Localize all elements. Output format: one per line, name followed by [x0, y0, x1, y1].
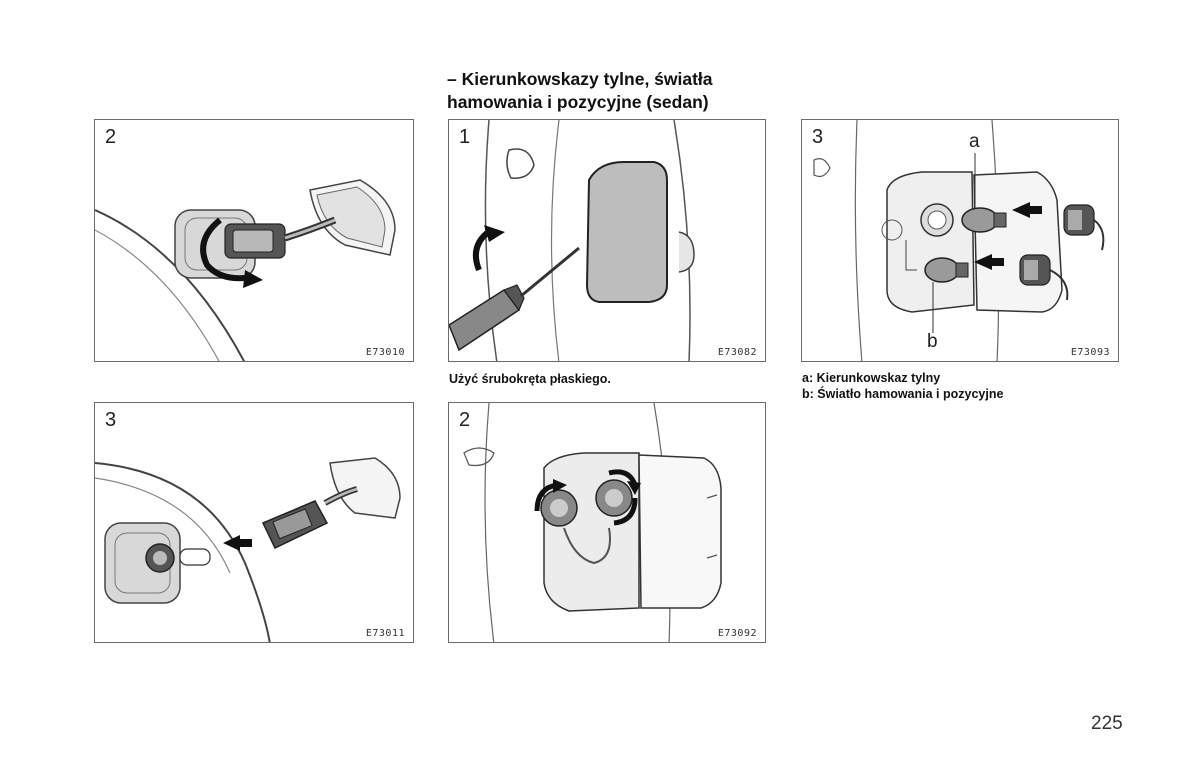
legend-item-a: a: Kierunkowskaz tylny	[802, 371, 941, 385]
figure-middle-bottom: 2 E73092	[448, 402, 766, 643]
step-number: 3	[105, 409, 117, 431]
figure-left-bottom: 3 E73011	[94, 402, 414, 643]
page-number: 225	[1091, 713, 1123, 734]
socket-removal-illustration	[95, 179, 396, 361]
step-number: 2	[105, 126, 117, 148]
figure-code: E73010	[365, 347, 405, 358]
figure-code: E73093	[1070, 347, 1110, 358]
socket-twist-illustration	[463, 403, 722, 642]
figure-code: E73092	[717, 628, 757, 639]
heading-line-2: hamowania i pozycyjne (sedan)	[447, 92, 709, 112]
heading-line-1: – Kierunkowskazy tylne, światła	[447, 69, 713, 89]
bulb-removal-illustration	[813, 120, 1105, 361]
legend-item-b: b: Światło hamowania i pozycyjne	[802, 387, 1004, 401]
step-number: 3	[812, 126, 824, 148]
figure-right-top: 3 a b E73093	[801, 119, 1119, 362]
figure-code: E73082	[717, 347, 757, 358]
figure-middle-top: 1 E73082	[448, 119, 766, 362]
figure-code: E73011	[365, 628, 405, 639]
step-number: 2	[459, 409, 471, 431]
screwdriver-cover-illustration	[449, 120, 695, 361]
figure-left-top: 2 E73010	[94, 119, 414, 362]
caption-screwdriver: Użyć śrubokręta płaskiego.	[449, 372, 611, 386]
step-number: 1	[459, 126, 471, 148]
bulb-pull-illustration	[95, 457, 401, 642]
section-heading: – Kierunkowskazy tylne, światła hamowani…	[447, 68, 787, 114]
caption-legend: a: Kierunkowskaz tylny b: Światło hamowa…	[802, 370, 1003, 402]
callout-a: a	[969, 131, 980, 152]
callout-b: b	[927, 331, 938, 352]
